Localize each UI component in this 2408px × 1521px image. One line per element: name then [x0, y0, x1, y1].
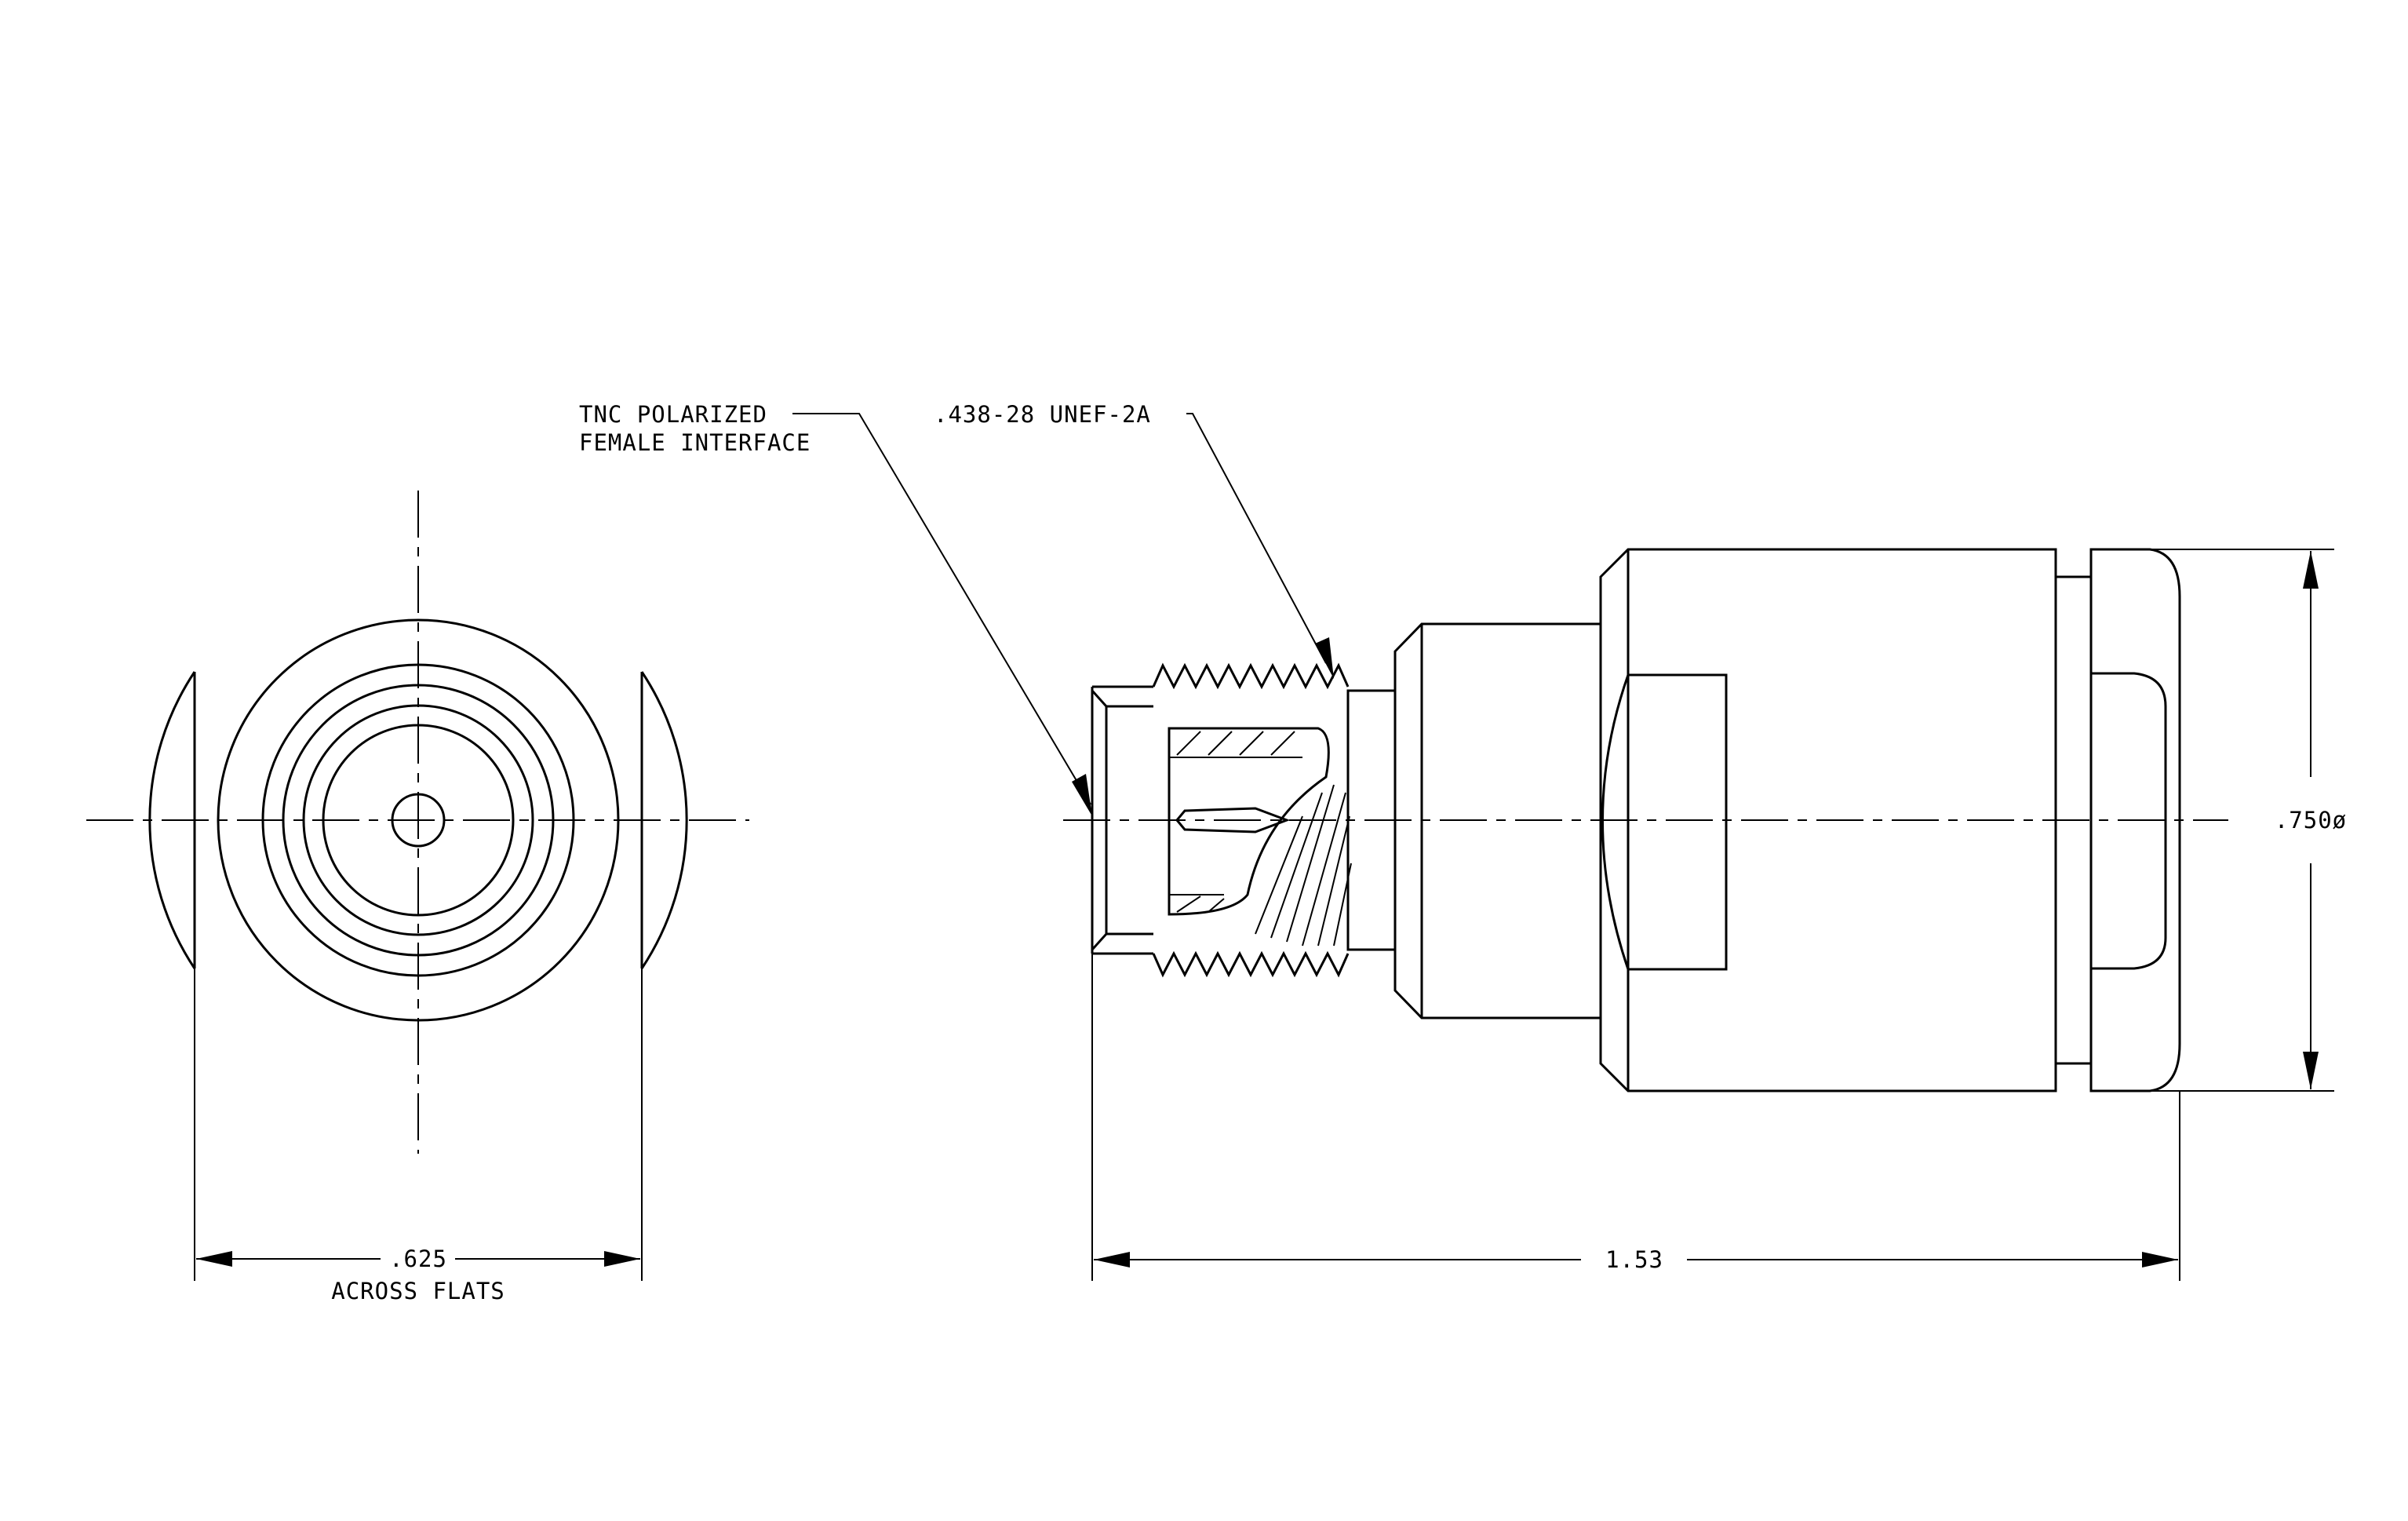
end-view-outer-outline	[148, 671, 688, 969]
flats-dimension-value: .625	[389, 1246, 447, 1272]
tnc-leader-line	[792, 413, 1091, 805]
tnc-callout-line-1: TNC POLARIZED	[579, 401, 767, 428]
length-arrow-right	[2142, 1252, 2178, 1268]
length-dimension-value: 1.53	[1605, 1246, 1663, 1273]
end-view-center-contact	[391, 793, 446, 848]
rear-nut-flat	[2091, 672, 2167, 970]
tnc-leader-arrow	[1072, 774, 1092, 816]
flats-arrow-right	[604, 1251, 640, 1267]
rear-nut	[2089, 548, 2181, 1092]
side-view: .750ø 1.53 TNC POLARIZED FEMALE INTERFAC…	[579, 401, 2347, 1281]
thread-profile-top	[1152, 662, 1350, 690]
interface-inner-chamfer-top	[1091, 689, 1108, 708]
socket-outline	[1168, 727, 1330, 916]
thread-profile-bottom	[1152, 950, 1350, 978]
end-view: .625 ACROSS FLATS	[86, 491, 749, 1304]
flats-dimension-note: ACROSS FLATS	[331, 1278, 505, 1304]
tnc-callout-line-2: FEMALE INTERFACE	[579, 429, 811, 456]
thread-leader-arrow	[1315, 637, 1334, 679]
section-hatching	[1176, 731, 1352, 947]
flats-arrow-left	[196, 1251, 232, 1267]
end-view-circle-2	[261, 663, 575, 977]
threaded-interface	[1091, 662, 1352, 978]
length-arrow-left	[1094, 1252, 1130, 1268]
center-pin	[1175, 807, 1291, 833]
diameter-arrow-top	[2303, 551, 2319, 589]
end-view-circle-3	[282, 684, 555, 957]
hex-flat-face	[1601, 673, 1728, 971]
diameter-dimension-value: .750ø	[2275, 807, 2347, 833]
end-view-circle-5	[322, 724, 515, 917]
end-view-circle-4	[302, 704, 534, 936]
end-view-circle-1	[217, 618, 620, 1022]
interface-inner-chamfer-bottom	[1091, 932, 1108, 951]
thread-leader-line	[1186, 413, 1327, 664]
diameter-arrow-bottom	[2303, 1052, 2319, 1089]
thread-callout: .438-28 UNEF-2A	[934, 401, 1151, 428]
